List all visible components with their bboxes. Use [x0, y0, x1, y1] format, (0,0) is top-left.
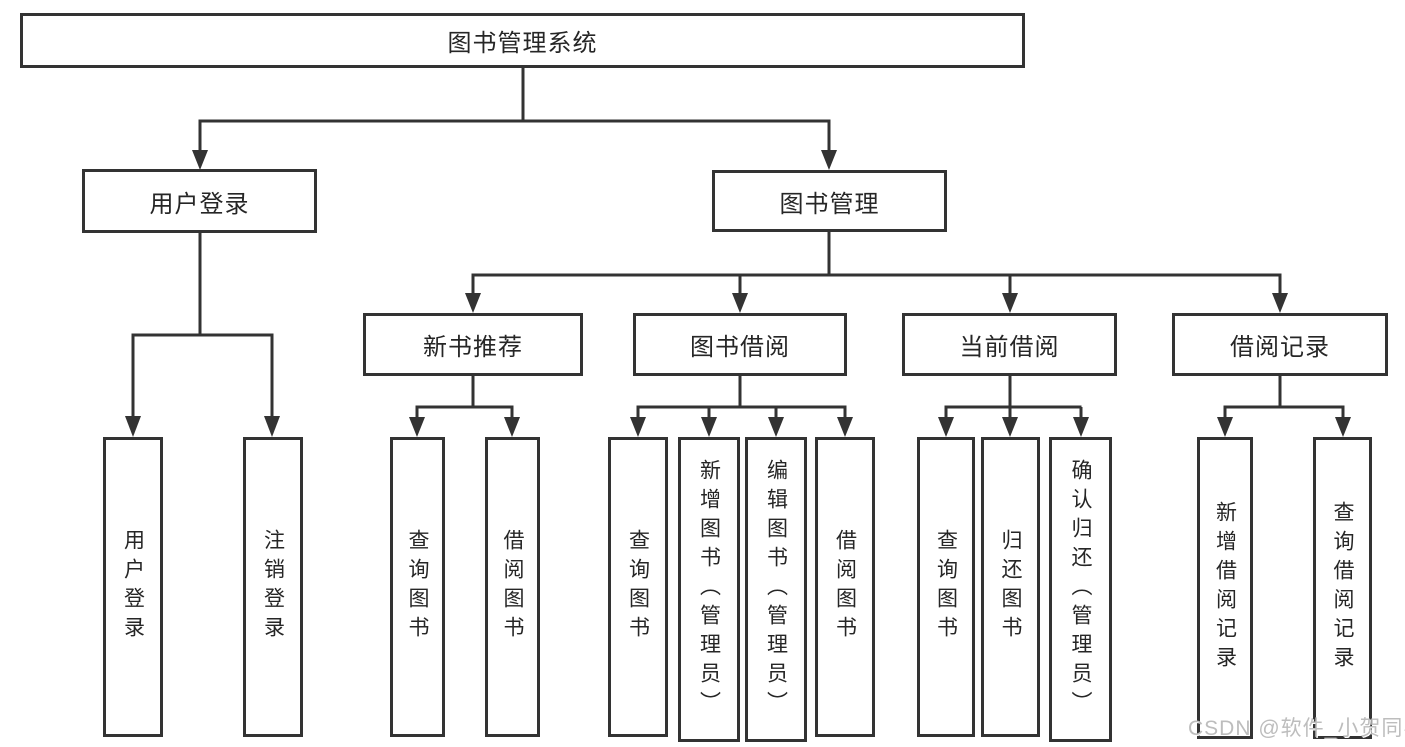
node-library-system: 图书管理系统 — [20, 13, 1025, 68]
leaf-query-borrow-record: 查询借阅记录 — [1313, 437, 1372, 739]
node-new-book-recommend: 新书推荐 — [363, 313, 583, 376]
leaf-borrow-books: 借阅图书 — [815, 437, 875, 737]
watermark-text: CSDN @软件_小贺同学 — [1188, 717, 1405, 740]
leaf-user-login: 用户登录 — [103, 437, 163, 737]
leaf-add-borrow-record: 新增借阅记录 — [1197, 437, 1253, 739]
leaf-edit-book-admin: 编辑图书（管理员） — [745, 437, 807, 742]
leaf-query-books-recommend: 查询图书 — [390, 437, 445, 737]
node-borrow-records: 借阅记录 — [1172, 313, 1388, 376]
leaf-borrow-books-recommend: 借阅图书 — [485, 437, 540, 737]
leaf-confirm-return-admin: 确认归还（管理员） — [1049, 437, 1112, 742]
leaf-query-books-borrow: 查询图书 — [608, 437, 668, 737]
leaf-return-book: 归还图书 — [981, 437, 1040, 737]
node-user-login-group: 用户登录 — [82, 169, 317, 233]
node-current-borrow: 当前借阅 — [902, 313, 1117, 376]
leaf-logout: 注销登录 — [243, 437, 303, 737]
node-book-borrow: 图书借阅 — [633, 313, 847, 376]
leaf-query-books-current: 查询图书 — [917, 437, 975, 737]
node-book-management: 图书管理 — [712, 170, 947, 232]
leaf-add-book-admin: 新增图书（管理员） — [678, 437, 740, 742]
